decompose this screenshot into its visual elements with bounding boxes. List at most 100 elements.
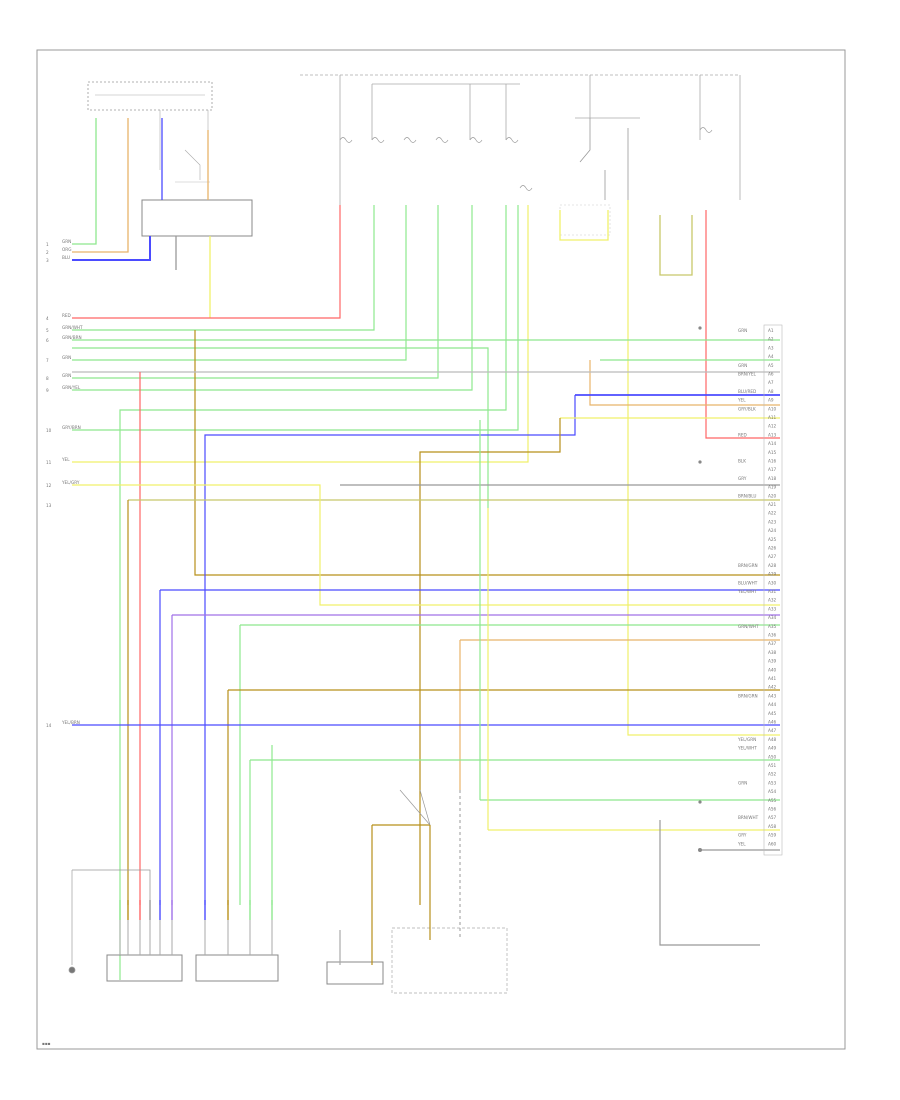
ecm-pin-label: A40 bbox=[768, 667, 777, 672]
top-left-relay-block bbox=[87, 81, 253, 237]
bottom-left-sensor bbox=[68, 869, 151, 974]
ecm-wire-label: BLU/RED bbox=[738, 389, 756, 394]
left-pin-number: 4 bbox=[46, 316, 49, 321]
ecm-pin-label: A37 bbox=[768, 641, 777, 646]
ecm-pin-label: A11 bbox=[768, 415, 777, 420]
ecm-pin-label: A20 bbox=[768, 493, 777, 498]
ecm-pin-label: A48 bbox=[768, 737, 777, 742]
ecm-pin-label: A26 bbox=[768, 546, 777, 551]
left-pin-number: 3 bbox=[46, 258, 49, 263]
left-wire-color-label: GRN bbox=[62, 373, 71, 378]
ecm-wire-label: BRN/WHT bbox=[738, 815, 759, 820]
left-pin-number: 1 bbox=[46, 242, 49, 247]
ecm-wire-label: GRN bbox=[738, 328, 747, 333]
left-wire-color-label: GRN bbox=[62, 239, 71, 244]
left-wire-color-label: YEL/BRN bbox=[61, 720, 80, 725]
ecm-pin-label: A5 bbox=[768, 363, 774, 368]
ecm-wire-label: BRN/YEL bbox=[738, 372, 757, 377]
ecm-wire-label: BLK bbox=[738, 459, 746, 464]
ecm-pin-label: A13 bbox=[768, 432, 777, 437]
left-pin-number: 14 bbox=[46, 723, 52, 728]
left-wire-color-label: RED bbox=[62, 313, 71, 318]
ecm-pin-label: A35 bbox=[768, 624, 777, 629]
ecm-wire-label: YEL/GRN bbox=[737, 737, 756, 742]
ecm-pin-label: A3 bbox=[768, 345, 774, 350]
relay-box-outline bbox=[87, 81, 213, 111]
ecm-pin-label: A9 bbox=[768, 398, 774, 403]
ecm-pin-label: A28 bbox=[768, 563, 777, 568]
ecm-pin-label: A60 bbox=[768, 841, 777, 846]
left-wire-color-label: GRN/WHT bbox=[62, 325, 83, 330]
sensor-box-4 bbox=[391, 927, 508, 994]
ecm-pin-label: A21 bbox=[768, 502, 777, 507]
left-pin-number: 13 bbox=[46, 503, 52, 508]
left-pin-number: 2 bbox=[46, 250, 49, 255]
sensor-box-3 bbox=[326, 961, 384, 985]
ecm-pin-label: A33 bbox=[768, 606, 777, 611]
ecm-connector-outline bbox=[763, 324, 783, 856]
ecm-wire-label: GRY bbox=[738, 833, 747, 838]
power-bus bbox=[300, 74, 741, 215]
ecm-pin-label: A8 bbox=[768, 389, 774, 394]
ecm-pin-label: A59 bbox=[768, 833, 777, 838]
ecm-pin-label: A39 bbox=[768, 659, 777, 664]
bottom-vertical-links bbox=[119, 920, 273, 955]
bottom-connector-stubs bbox=[119, 900, 273, 920]
ecm-wire-label: GRY/BLK bbox=[738, 406, 756, 411]
ecm-pin-label: A52 bbox=[768, 772, 777, 777]
left-pin-number: 9 bbox=[46, 388, 49, 393]
ecm-pin-label: A58 bbox=[768, 824, 777, 829]
top-left-wires bbox=[72, 118, 211, 318]
ecm-pin-label: A46 bbox=[768, 720, 777, 725]
ecm-pin-label: A22 bbox=[768, 511, 777, 516]
left-wire-color-label: BLU bbox=[62, 255, 70, 260]
ecm-pin-label: A56 bbox=[768, 807, 777, 812]
ecm-pin-label: A2 bbox=[768, 337, 774, 342]
left-wire-color-label: YEL bbox=[61, 457, 70, 462]
sensor-box-1 bbox=[106, 954, 183, 982]
left-wire-color-label: GRN bbox=[62, 355, 71, 360]
ecm-pin-label: A16 bbox=[768, 459, 777, 464]
top-right-relay bbox=[559, 118, 629, 236]
ecm-wire-label: RED bbox=[738, 432, 747, 437]
ecm-wire-label: YEL bbox=[737, 398, 746, 403]
control-module-top bbox=[141, 199, 253, 237]
right-markers bbox=[698, 326, 702, 852]
ecm-wire-label: GRN bbox=[738, 363, 747, 368]
left-wire-color-label: YEL/GRY bbox=[61, 480, 80, 485]
ecm-wire-label: BRN/GRN bbox=[738, 563, 758, 568]
ecm-pin-label: A43 bbox=[768, 693, 777, 698]
ecm-wire-label: GRN bbox=[738, 780, 747, 785]
ecm-wire-label: GRN/WHT bbox=[738, 624, 759, 629]
ecm-pin-label: A19 bbox=[768, 485, 777, 490]
ecm-pin-label: A38 bbox=[768, 650, 777, 655]
ecm-pin-label: A51 bbox=[768, 763, 777, 768]
ecm-pin-label: A42 bbox=[768, 685, 777, 690]
ecm-pin-label: A14 bbox=[768, 441, 777, 446]
ecm-wire-label: YEL bbox=[737, 841, 746, 846]
ecm-pin-label: A55 bbox=[768, 798, 777, 803]
left-wire-color-label: ORG bbox=[62, 247, 71, 252]
ecm-pin-label: A24 bbox=[768, 528, 777, 533]
ecm-wire-label: YEL/WHT bbox=[737, 746, 757, 751]
sensor-box-2 bbox=[195, 954, 279, 982]
ecm-pin-label: A12 bbox=[768, 424, 777, 429]
ecm-pin-label: A18 bbox=[768, 476, 777, 481]
left-wire-color-label: GRY/BRN bbox=[62, 425, 81, 430]
ecm-wire-label: BLU/WHT bbox=[738, 580, 758, 585]
ecm-connector-wire-labels: GRN GRN BRN/YEL BLU/RED YEL GRY/BLK RED BLK GRY B… bbox=[737, 328, 759, 846]
left-pin-number: 6 bbox=[46, 338, 49, 343]
ecm-pin-label: A15 bbox=[768, 450, 777, 455]
ecm-pin-label: A41 bbox=[768, 676, 777, 681]
ecm-pin-label: A36 bbox=[768, 633, 777, 638]
yellow-loop-wires bbox=[559, 210, 693, 276]
clutch-switch-wiring bbox=[339, 789, 461, 965]
ecm-pin-label: A25 bbox=[768, 537, 777, 542]
ecm-wire-label: BRN/BLU bbox=[738, 493, 756, 498]
ecm-connector-pins: A1A2A3A4A5A6A7A8A9A10A11A12A13A14A15A16A… bbox=[768, 328, 777, 846]
ecm-pin-label: A4 bbox=[768, 354, 774, 359]
ecm-pin-label: A54 bbox=[768, 789, 777, 794]
footer-marker: ▪▪▪ bbox=[42, 1041, 51, 1046]
